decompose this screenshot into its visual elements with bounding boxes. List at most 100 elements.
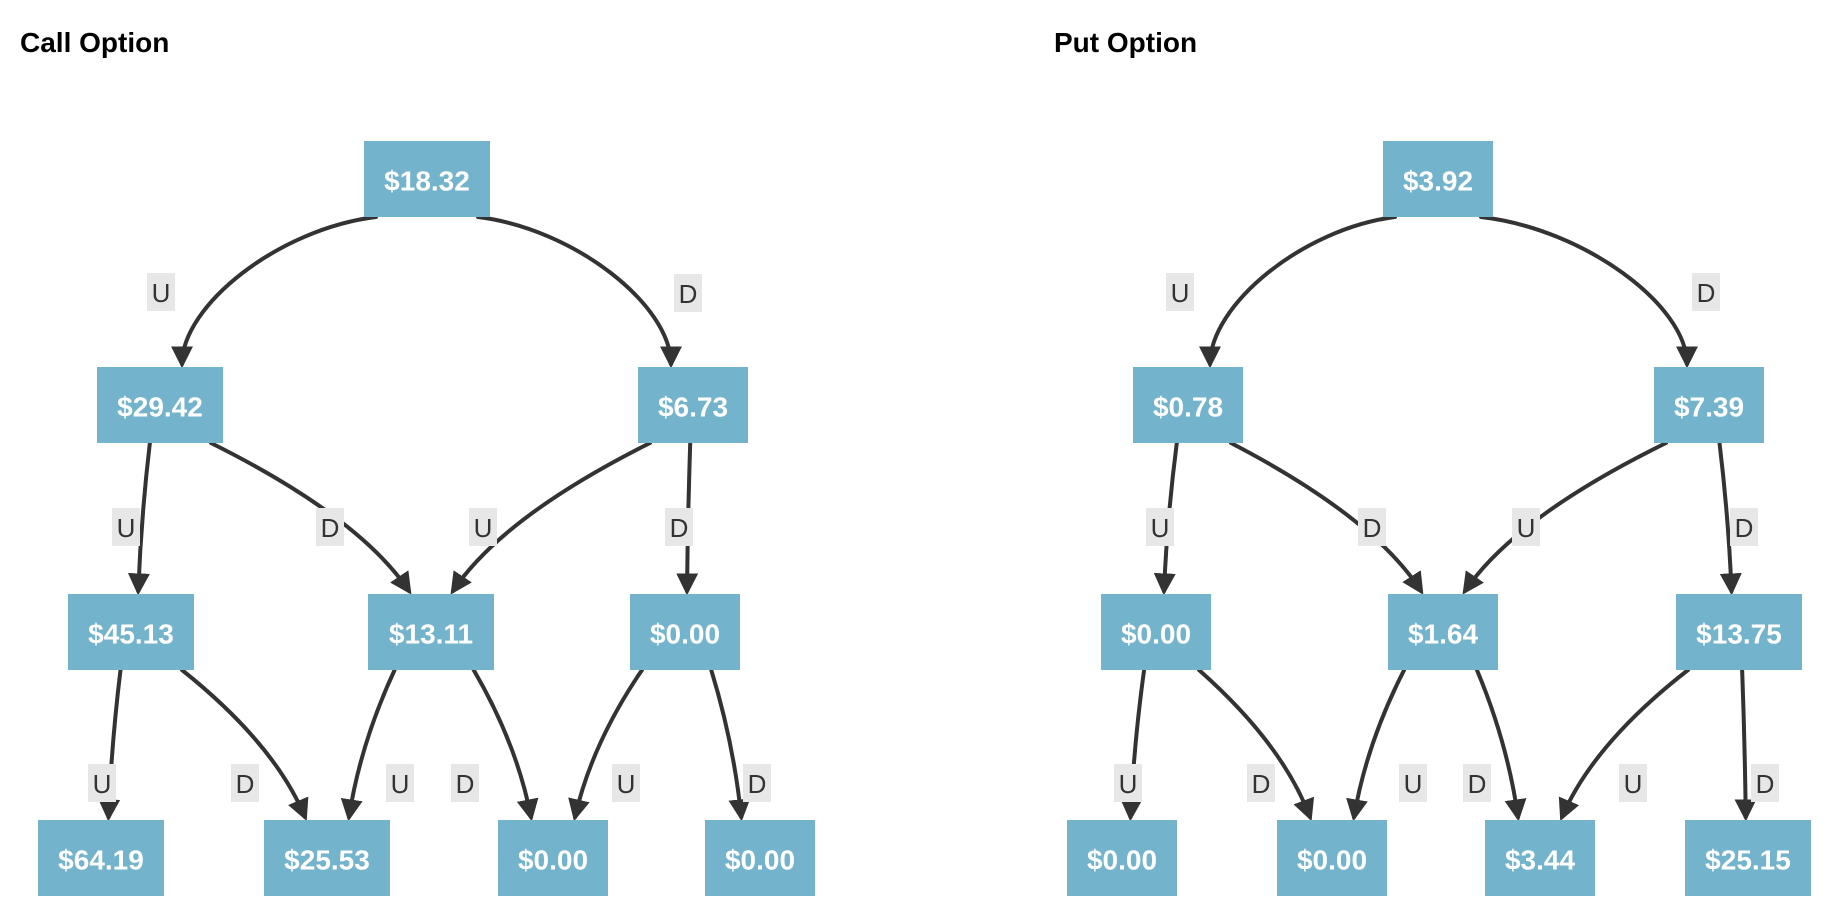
edge-label-bg xyxy=(147,273,175,311)
edge-label-down: D xyxy=(321,513,340,543)
node-box xyxy=(68,594,194,670)
edge-label-bg xyxy=(674,274,702,312)
node-box xyxy=(368,594,494,670)
node-box xyxy=(705,820,815,896)
edge-label-bg xyxy=(1619,764,1647,802)
node-box xyxy=(1383,141,1493,217)
edge-label-bg xyxy=(469,508,497,546)
put-option-title: Put Option xyxy=(1054,27,1198,58)
node-value: $0.00 xyxy=(1121,619,1191,650)
node-box xyxy=(364,141,490,217)
edge-arrow-up xyxy=(1199,215,1397,369)
edge-label-down: D xyxy=(1735,513,1754,543)
node-value: $0.00 xyxy=(518,845,588,876)
edge-label-up: U xyxy=(93,769,112,799)
edge-label-bg xyxy=(1166,273,1194,311)
edge-label-bg xyxy=(1146,508,1174,546)
edge-arrow-up xyxy=(568,668,644,822)
edge-label-bg xyxy=(612,764,640,802)
edge-label-down: D xyxy=(748,769,767,799)
tree-put: $3.92$0.78$7.39$0.00$1.64$13.75$0.00$0.0… xyxy=(1067,141,1811,896)
edges-layer xyxy=(98,215,751,822)
node-value: $0.78 xyxy=(1153,392,1223,423)
node-value: $0.00 xyxy=(1087,845,1157,876)
edge-label-bg xyxy=(316,508,344,546)
edge-label-down: D xyxy=(1756,769,1775,799)
node-value: $25.15 xyxy=(1705,845,1791,876)
edge-arrow-up xyxy=(127,441,152,596)
node-value: $18.32 xyxy=(384,166,470,197)
node-value: $25.53 xyxy=(284,845,370,876)
edge-label-up: U xyxy=(1151,513,1170,543)
edges-layer xyxy=(1120,215,1757,822)
edge-label-bg xyxy=(1114,764,1142,802)
node-box xyxy=(1676,594,1802,670)
edge-arrow-up xyxy=(340,668,397,822)
edge-arrow-up xyxy=(1558,668,1690,822)
edge-arrow-down xyxy=(1197,668,1315,822)
call-option-title: Call Option xyxy=(20,27,170,58)
edge-label-up: U xyxy=(1119,769,1138,799)
node-box xyxy=(498,820,608,896)
edge-arrow-down xyxy=(180,668,309,822)
edge-label-down: D xyxy=(236,769,255,799)
edge-label-up: U xyxy=(617,769,636,799)
edge-arrow-up xyxy=(171,215,378,369)
edge-arrow-down xyxy=(1474,668,1527,822)
edge-label-down: D xyxy=(1468,769,1487,799)
node-value: $3.92 xyxy=(1403,166,1473,197)
edge-label-bg xyxy=(112,508,140,546)
edge-label-up: U xyxy=(1624,769,1643,799)
node-value: $0.00 xyxy=(725,845,795,876)
tree-call: $18.32$29.42$6.73$45.13$13.11$0.00$64.19… xyxy=(38,141,815,896)
edge-arrow-up xyxy=(1462,441,1668,595)
edge-label-bg xyxy=(1512,508,1540,546)
edge-label-bg xyxy=(665,508,693,546)
node-value: $3.44 xyxy=(1505,845,1575,876)
edge-arrow-down xyxy=(1734,668,1757,822)
edge-label-up: U xyxy=(391,769,410,799)
edge-label-down: D xyxy=(679,279,698,309)
edge-arrow-down xyxy=(1229,441,1424,595)
edge-label-bg xyxy=(1692,273,1720,311)
node-box xyxy=(264,820,390,896)
node-value: $6.73 xyxy=(658,392,728,423)
edge-label-down: D xyxy=(1697,278,1716,308)
edge-label-bg xyxy=(1399,764,1427,802)
node-value: $29.42 xyxy=(117,392,203,423)
nodes-layer: $18.32$29.42$6.73$45.13$13.11$0.00$64.19… xyxy=(38,141,815,896)
edge-arrow-down xyxy=(1479,215,1698,369)
node-box xyxy=(1388,594,1498,670)
node-box xyxy=(1654,367,1764,443)
edge-label-bg xyxy=(1247,764,1275,802)
edge-label-up: U xyxy=(1517,513,1536,543)
edge-label-up: U xyxy=(1404,769,1423,799)
edge-label-bg xyxy=(1463,764,1491,802)
node-value: $64.19 xyxy=(58,845,144,876)
node-value: $1.64 xyxy=(1408,619,1478,650)
edge-arrow-down xyxy=(471,668,539,822)
node-box xyxy=(1685,820,1811,896)
node-box xyxy=(1277,820,1387,896)
edge-label-up: U xyxy=(474,513,493,543)
nodes-layer: $3.92$0.78$7.39$0.00$1.64$13.75$0.00$0.0… xyxy=(1067,141,1811,896)
node-box xyxy=(1485,820,1595,896)
edge-arrow-down xyxy=(1717,441,1742,596)
edge-label-bg xyxy=(1358,508,1386,546)
edge-label-bg xyxy=(231,764,259,802)
edge-label-down: D xyxy=(456,769,475,799)
edge-label-bg xyxy=(743,764,771,802)
edge-arrow-down xyxy=(209,441,412,595)
node-value: $0.00 xyxy=(650,619,720,650)
node-box xyxy=(1133,367,1243,443)
edge-label-bg xyxy=(451,764,479,802)
edge-label-down: D xyxy=(1252,769,1271,799)
edge-arrow-down xyxy=(476,215,682,369)
node-box xyxy=(638,367,748,443)
node-box xyxy=(97,367,223,443)
edge-label-up: U xyxy=(152,278,171,308)
